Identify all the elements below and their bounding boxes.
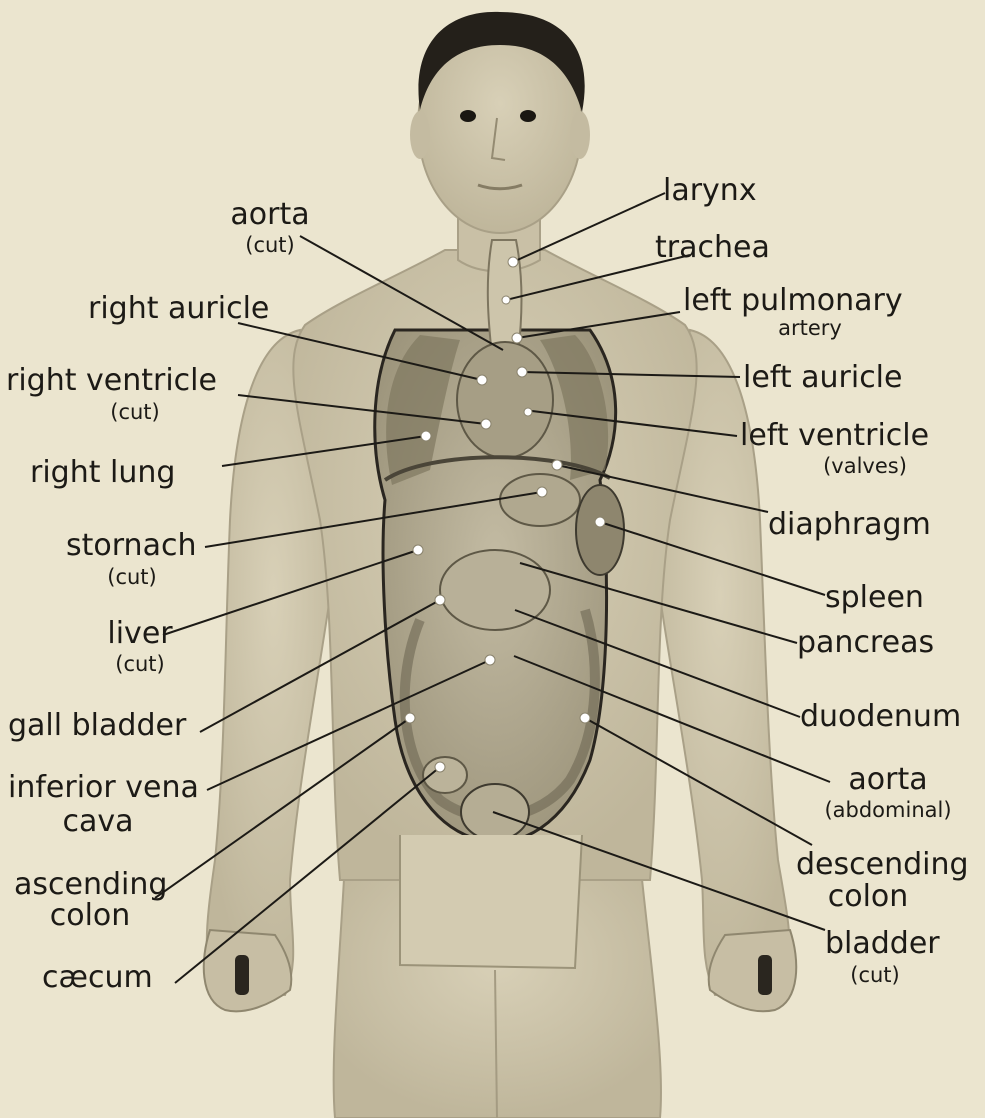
label-bladder-sub: (cut)	[850, 965, 899, 986]
label-left-auricle: left auricle	[743, 363, 902, 393]
label-inferior-vena-cava: inferior vena	[8, 773, 199, 803]
right-hand-shadow	[235, 955, 249, 995]
pin-left-auricle	[517, 367, 527, 377]
label-left-ventricle-sub: (valves)	[823, 456, 907, 477]
label-ascending-colon: ascending	[14, 870, 167, 900]
pin-diaphragm	[552, 460, 562, 470]
label-duodenum: duodenum	[800, 702, 961, 732]
label-ascending-colon-sub: colon	[50, 901, 131, 931]
label-bladder: bladder	[825, 929, 940, 959]
label-aorta-abdominal-sub: (abdominal)	[824, 800, 951, 821]
pin-pulmonary	[512, 333, 522, 343]
right-ear	[570, 111, 590, 159]
label-aorta-abdominal: aorta	[848, 765, 927, 795]
label-liver: liver	[107, 619, 172, 649]
pin-descending-colon	[580, 713, 590, 723]
label-left-pulmonary-artery-sub: artery	[778, 318, 842, 339]
label-left-ventricle: left ventricle	[740, 421, 929, 451]
pin-left-ventricle	[524, 408, 532, 416]
pin-gall-bladder	[435, 595, 445, 605]
label-right-auricle: right auricle	[88, 294, 269, 324]
label-larynx: larynx	[663, 176, 757, 206]
label-right-ventricle: right ventricle	[6, 366, 217, 396]
label-aorta-cut: aorta	[230, 200, 309, 230]
pin-spleen	[595, 517, 605, 527]
label-descending-colon-sub: colon	[828, 882, 909, 912]
label-descending-colon: descending	[796, 850, 969, 880]
label-pancreas: pancreas	[797, 628, 934, 658]
label-trachea: trachea	[655, 233, 770, 263]
label-left-pulmonary-artery: left pulmonary	[683, 286, 903, 316]
pin-larynx	[508, 257, 518, 267]
pin-caecum	[435, 762, 445, 772]
label-stomach: stornach	[66, 531, 196, 561]
pin-trachea	[502, 296, 510, 304]
label-inferior-vena-cava-sub: cava	[62, 807, 133, 837]
pin-right-ventricle	[481, 419, 491, 429]
left-hand	[709, 930, 797, 1011]
pin-liver	[413, 545, 423, 555]
pin-ascending-colon	[405, 713, 415, 723]
pin-inferior-vena-cava	[485, 655, 495, 665]
label-liver-sub: (cut)	[115, 654, 164, 675]
pin-right-lung	[421, 431, 431, 441]
right-eye	[460, 110, 476, 122]
label-gall-bladder: gall bladder	[8, 711, 186, 741]
left-eye	[520, 110, 536, 122]
stomach-shape	[500, 474, 580, 526]
heart-shape	[457, 342, 553, 458]
pin-stomach	[537, 487, 547, 497]
pin-right-auricle	[477, 375, 487, 385]
label-right-lung: right lung	[30, 458, 175, 488]
pelvis-panel	[400, 835, 582, 968]
label-diaphragm: diaphragm	[768, 510, 931, 540]
label-spleen: spleen	[825, 583, 924, 613]
label-stomach-sub: (cut)	[107, 567, 156, 588]
label-aorta-cut-sub: (cut)	[245, 235, 294, 256]
label-caecum: cæcum	[42, 963, 153, 993]
spleen-shape	[576, 485, 624, 575]
left-ear	[410, 111, 430, 159]
left-hand-shadow	[758, 955, 772, 995]
label-right-ventricle-sub: (cut)	[110, 402, 159, 423]
